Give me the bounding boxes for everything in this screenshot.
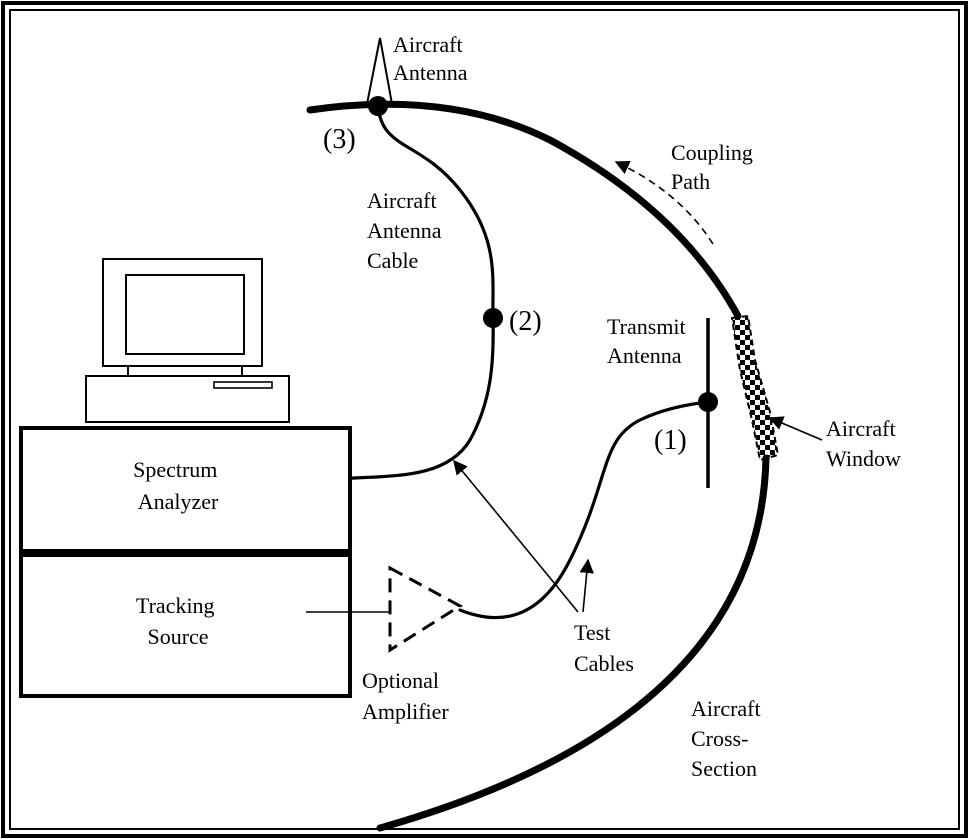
test-cables-arrow-1	[453, 459, 579, 613]
aircraft-antenna-label: Aircraft Antenna	[393, 32, 468, 85]
point-2-label: (2)	[509, 306, 542, 337]
test-cables-arrow-2	[579, 558, 594, 613]
test-cables-label: Test Cables	[574, 620, 634, 676]
aircraft-window-arrow	[768, 416, 823, 441]
test-cable	[458, 400, 710, 620]
coupling-path-arrow	[614, 160, 714, 245]
optional-amplifier-icon	[388, 565, 463, 653]
spectrum-analyzer-box	[19, 426, 352, 553]
inner-frame	[9, 9, 960, 830]
point-3-label: (3)	[323, 124, 356, 155]
aircraft-window-label: Aircraft Window	[826, 416, 901, 471]
point-1-label: (1)	[654, 425, 687, 456]
tracking-source-label: Tracking Source	[136, 593, 220, 649]
aircraft-window	[730, 314, 780, 462]
optional-amplifier-label: Optional Amplifier	[362, 668, 449, 724]
transmit-antenna-label: Transmit Antenna	[607, 314, 691, 368]
point-1-marker	[698, 392, 718, 412]
fuselage-lower-arc	[376, 454, 770, 832]
coupling-path-label: Coupling Path	[671, 140, 758, 194]
point-2-marker	[483, 308, 503, 328]
aircraft-cross-section-label: Aircraft Cross- Section	[691, 696, 766, 781]
fuselage-upper-arc	[306, 100, 742, 320]
spectrum-analyzer-label: Spectrum Analyzer	[133, 457, 223, 514]
computer-icon	[85, 258, 290, 423]
tracking-source-box	[19, 553, 352, 698]
point-3-marker	[368, 96, 388, 116]
aircraft-antenna-cable-label: Aircraft Antenna Cable	[367, 188, 447, 273]
aircraft-antenna-icon	[366, 37, 393, 105]
